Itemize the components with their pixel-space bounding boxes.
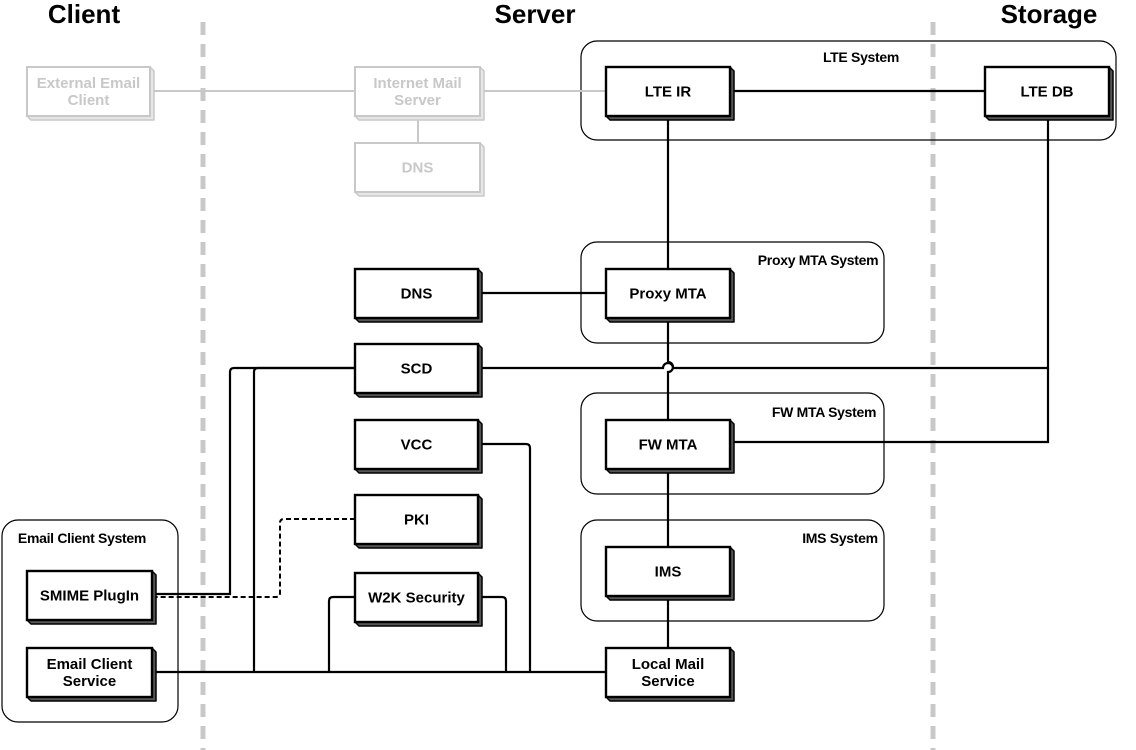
node-label: LTE IR: [645, 84, 692, 101]
node-label: FW MTA: [639, 437, 698, 454]
node-label: VCC: [401, 437, 433, 454]
node-label: Local Mail: [632, 656, 705, 673]
node-scd: SCD: [353, 342, 483, 398]
system-title-email-client: Email Client System: [18, 530, 146, 546]
node-label: DNS: [401, 286, 433, 303]
node-box: [604, 65, 732, 118]
node-box: [25, 646, 154, 699]
node-box: [353, 342, 480, 395]
node-smime-plugin: SMIME PlugIn: [25, 569, 157, 625]
node-proxy-mta: Proxy MTA: [604, 267, 735, 323]
node-label: Internet Mail: [373, 75, 461, 92]
node-box: [604, 267, 732, 320]
system-fw-mta: FW MTA System: [580, 392, 885, 495]
node-label: IMS: [655, 564, 682, 581]
zone-title-server: Server: [495, 0, 576, 29]
node-vcc: VCC: [353, 418, 483, 474]
node-label: DNS: [402, 160, 434, 177]
faded-connections: [150, 90, 606, 142]
node-box: [354, 142, 481, 193]
node-label: W2K Security: [368, 590, 465, 607]
node-label: Service: [63, 673, 116, 690]
node-pki: PKI: [353, 493, 483, 549]
node-label: Client: [68, 92, 110, 109]
system-title-fw-mta: FW MTA System: [772, 404, 876, 420]
node-label: LTE DB: [1020, 84, 1073, 101]
node-label: External Email: [37, 75, 140, 92]
zone-title-client: Client: [48, 0, 121, 29]
node-ims: IMS: [604, 545, 735, 601]
node-label: Email Client: [47, 656, 133, 673]
system-title-lte: LTE System: [823, 49, 899, 65]
node-fw-mta: FW MTA: [604, 418, 735, 474]
node-dns-external: DNS: [354, 142, 485, 197]
node-label: Server: [394, 92, 441, 109]
node-box: [604, 545, 732, 598]
node-box: [604, 418, 732, 471]
system-ims: IMS System: [580, 519, 885, 622]
node-label: SMIME PlugIn: [40, 588, 139, 605]
node-box: [353, 267, 480, 320]
node-lte-ir: LTE IR: [604, 65, 735, 121]
system-title-proxy-mta: Proxy MTA System: [758, 252, 878, 268]
node-box: [25, 569, 154, 622]
node-lte-db: LTE DB: [983, 65, 1114, 121]
node-box: [983, 65, 1111, 118]
node-box: [353, 418, 480, 471]
connections: [152, 89, 1050, 674]
node-label: PKI: [404, 512, 429, 529]
node-label: Proxy MTA: [629, 286, 706, 303]
node-box: [353, 571, 480, 624]
node-label: SCD: [401, 361, 433, 378]
system-email-client: Email Client System: [1, 519, 179, 723]
node-box: [26, 66, 151, 117]
node-box: [604, 646, 732, 699]
zone-title-storage: Storage: [1001, 0, 1098, 29]
node-box: [354, 66, 481, 117]
node-w2k-security: W2K Security: [353, 571, 483, 627]
node-dns: DNS: [353, 267, 483, 323]
node-label: Service: [641, 673, 694, 690]
node-box: [353, 493, 480, 546]
system-title-ims: IMS System: [802, 530, 878, 546]
pki-dashed-connection: [152, 518, 355, 598]
